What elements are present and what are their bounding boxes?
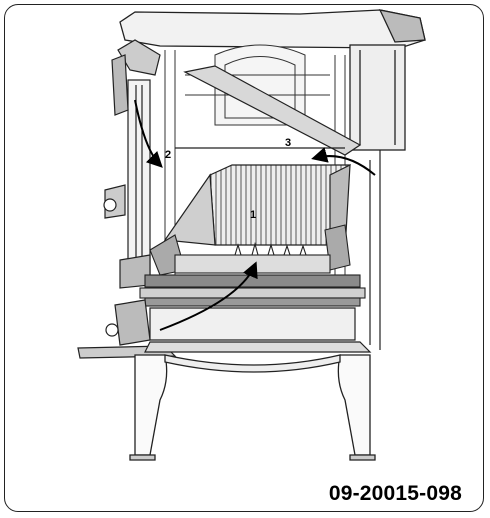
top-plate bbox=[119, 9, 426, 151]
air-arrow-2 bbox=[134, 99, 163, 168]
air-arrow-3 bbox=[311, 147, 376, 176]
ash-pan bbox=[77, 299, 372, 359]
side-wall bbox=[369, 150, 381, 350]
grate bbox=[139, 224, 366, 307]
marker-1: 1 bbox=[250, 209, 256, 221]
marker-3: 3 bbox=[285, 137, 291, 149]
heat-exchanger-fins bbox=[163, 163, 351, 251]
front-door-assembly bbox=[103, 39, 161, 289]
air-arrow-1 bbox=[159, 261, 258, 331]
marker-2: 2 bbox=[165, 149, 171, 161]
reference-code: 09-20015-098 bbox=[328, 482, 462, 505]
stove-legs bbox=[129, 354, 376, 461]
airflow-arrows bbox=[134, 99, 376, 331]
